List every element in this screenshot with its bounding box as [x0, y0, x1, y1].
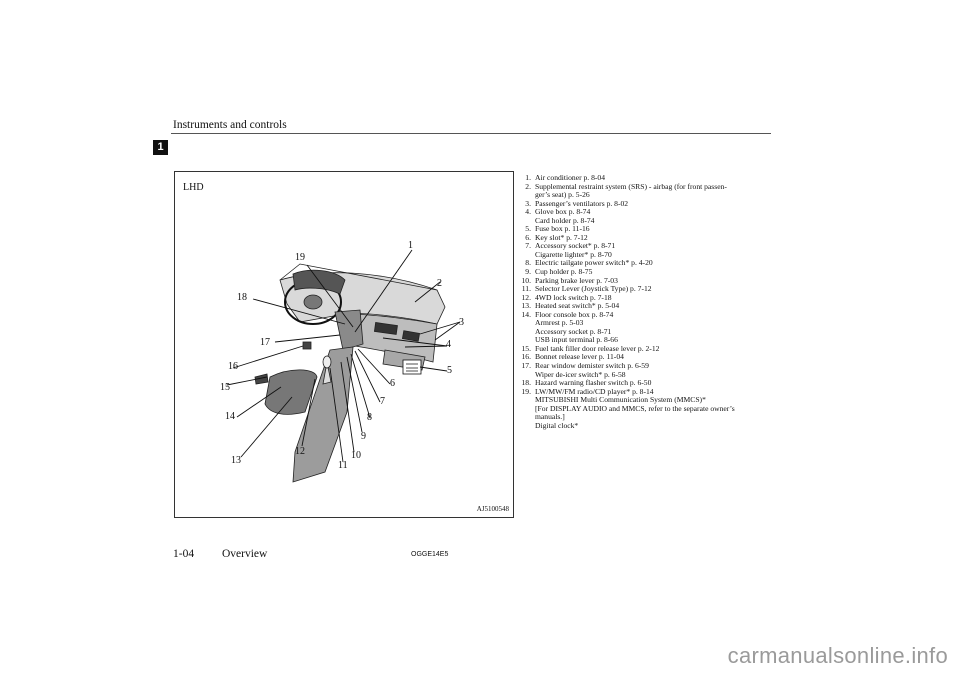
legend-item: 8.Electric tailgate power switch* p. 4-2…: [525, 258, 653, 268]
callout-7: 7: [380, 396, 385, 407]
legend-item: 18.Hazard warning flasher switch p. 6-50: [521, 378, 652, 388]
footer-section: Overview: [222, 548, 268, 560]
figure-variant-label: LHD: [183, 182, 204, 193]
callout-10: 10: [351, 450, 361, 461]
legend-item: 3.Passenger’s ventilators p. 8-02: [525, 198, 629, 208]
callout-18: 18: [237, 292, 247, 303]
legend-item: 10.Parking brake lever p. 7-03: [521, 275, 618, 285]
watermark: carmanualsonline.info: [727, 643, 948, 668]
dashboard-illustration: [226, 249, 461, 483]
callout-6: 6: [390, 378, 395, 389]
header-title: Instruments and controls: [173, 119, 287, 131]
chapter-badge: 1: [153, 140, 168, 155]
callout-15: 15: [220, 382, 230, 393]
callout-11: 11: [338, 460, 348, 471]
callout-9: 9: [361, 431, 366, 442]
callout-19: 19: [295, 252, 305, 263]
figure-code: AJ5100548: [476, 505, 509, 513]
callout-17: 17: [260, 337, 270, 348]
callout-13: 13: [231, 455, 241, 466]
legend-item: 6.Key slot* p. 7-12: [525, 232, 588, 242]
armrest: [264, 369, 318, 415]
callout-5: 5: [447, 365, 452, 376]
callout-4: 4: [446, 339, 451, 350]
callout-16: 16: [228, 361, 238, 372]
callout-12: 12: [295, 446, 305, 457]
legend-item: 2.Supplemental restraint system (SRS) - …: [525, 181, 727, 200]
legend-item: 1.Air conditioner p. 8-04: [525, 173, 606, 182]
legend-item: 13.Heated seat switch* p. 5-04: [521, 301, 620, 311]
legend-item: 5.Fuse box p. 11-16: [525, 224, 590, 234]
callout-8: 8: [367, 412, 372, 423]
legend-item: 15.Fuel tank filler door release lever p…: [521, 343, 660, 353]
legend-item: 12.4WD lock switch p. 7-18: [521, 292, 612, 302]
legend-item: 16.Bonnet release lever p. 11-04: [521, 352, 624, 362]
callout-2: 2: [437, 278, 442, 289]
footer-code: OGGE14E5: [411, 551, 449, 558]
callout-1: 1: [408, 240, 413, 251]
header-rule: [171, 133, 771, 134]
dash-face: [344, 313, 438, 363]
center-stack: [334, 309, 364, 351]
callout-14: 14: [225, 411, 235, 422]
legend-item: 11.Selector Lever (Joystick Type) p. 7-1…: [521, 284, 652, 294]
footer-page-number: 1-04: [173, 548, 195, 560]
legend-list: 1.Air conditioner p. 8-04 2.Supplemental…: [516, 173, 776, 430]
legend-item: 9.Cup holder p. 8-75: [525, 267, 593, 277]
dashboard-figure: LHD 1 2 3 4 5 6 7 8 9 10 11 12 13 14 15 …: [174, 171, 514, 518]
center-console: [292, 346, 354, 483]
callout-3: 3: [459, 317, 464, 328]
